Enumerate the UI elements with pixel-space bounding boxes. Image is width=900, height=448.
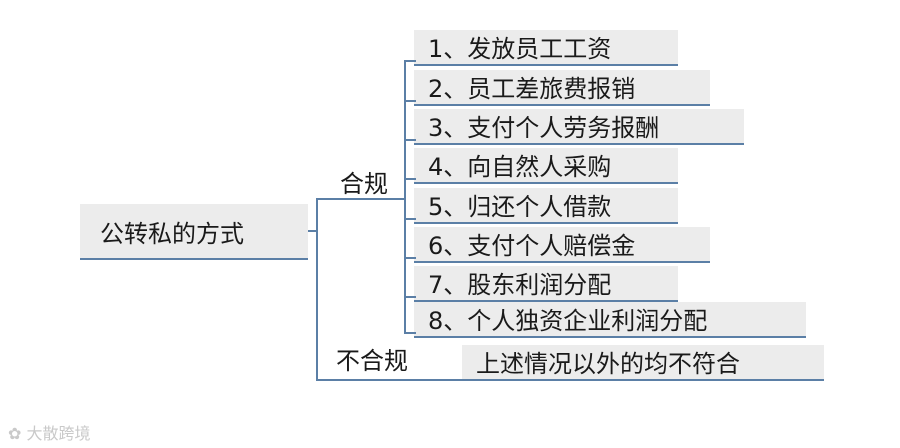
item-connector-8 <box>404 332 416 334</box>
item-connector-6 <box>404 257 416 259</box>
item-5: 5、归还个人借款 <box>414 188 678 224</box>
noncompliant-branch-stub <box>316 379 464 381</box>
compliant-label: 合规 <box>336 170 392 198</box>
item-6: 6、支付个人赔偿金 <box>414 227 710 263</box>
item-connector-3 <box>404 139 416 141</box>
item-1: 1、发放员工工资 <box>414 30 678 66</box>
item-connector-4 <box>404 178 416 180</box>
item-connector-1 <box>404 60 416 62</box>
root-connector <box>308 230 318 232</box>
item-4: 4、向自然人采购 <box>414 148 678 184</box>
item-connector-2 <box>404 100 416 102</box>
root-node: 公转私的方式 <box>80 204 308 260</box>
item-3: 3、支付个人劳务报酬 <box>414 109 744 145</box>
watermark-icon: ✿ <box>8 424 27 443</box>
item-8: 8、个人独资企业利润分配 <box>414 302 806 338</box>
noncompliant-label: 不合规 <box>332 347 412 375</box>
item-connector-5 <box>404 218 416 220</box>
compliant-branch-stub <box>316 198 406 200</box>
watermark: ✿ 大散跨境 <box>8 420 91 444</box>
item-connector-7 <box>404 296 416 298</box>
item-7: 7、股东利润分配 <box>414 266 678 302</box>
items-trunk <box>404 60 406 334</box>
watermark-text: 大散跨境 <box>26 424 91 443</box>
root-branch-trunk <box>316 198 318 381</box>
item-2: 2、员工差旅费报销 <box>414 70 710 106</box>
noncompliant-note: 上述情况以外的均不符合 <box>462 345 824 381</box>
